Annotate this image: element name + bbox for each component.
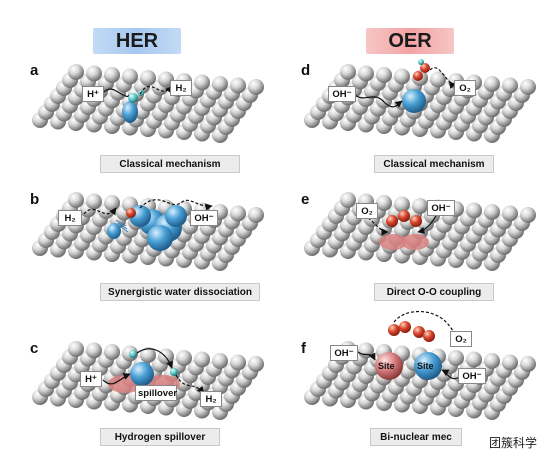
surface-atom xyxy=(484,76,500,92)
panel-a-label: a xyxy=(30,62,39,79)
surface-atom xyxy=(520,356,536,372)
panel-d-tag-o2: O₂ xyxy=(454,80,476,96)
panel-d-caption: Classical mechanism xyxy=(374,155,494,173)
slab-surfaces xyxy=(32,64,536,420)
slab-1 xyxy=(32,64,264,143)
panel-f-label: f xyxy=(301,340,306,357)
surface-atom xyxy=(86,65,102,82)
adsorbate-overlays xyxy=(83,59,461,394)
panel-f-site-left: Site xyxy=(378,361,395,371)
surface-atom xyxy=(68,64,84,80)
panel-c-tag-spillover: spillover xyxy=(135,385,177,401)
panel-e-tag-hydroxide: OH⁻ xyxy=(427,200,455,216)
surface-atom xyxy=(104,344,120,360)
panel-a-caption: Classical mechanism xyxy=(100,155,240,173)
her-header: HER xyxy=(93,28,181,54)
surface-atom xyxy=(376,67,392,83)
surface-atom xyxy=(68,341,84,357)
panel-f-tag-hydroxide-left: OH⁻ xyxy=(330,345,358,361)
surface-atom xyxy=(212,353,228,369)
surface-atom xyxy=(520,79,536,95)
surface-atom xyxy=(230,77,246,94)
surface-atom xyxy=(502,354,518,371)
surface-atom xyxy=(394,68,410,85)
surface-atom xyxy=(466,351,482,368)
surface-atom xyxy=(248,207,264,223)
surface-atom xyxy=(194,74,210,91)
panel-f-site-right: Site xyxy=(417,361,434,371)
panel-a-tag-proton: H⁺ xyxy=(82,86,104,102)
surface-atom xyxy=(86,193,102,210)
surface-atom xyxy=(230,205,246,222)
panel-e-caption: Direct O-O coupling xyxy=(374,283,494,301)
surface-atom xyxy=(484,353,500,369)
surface-atom xyxy=(340,192,356,208)
panel-f-tag-o2: O₂ xyxy=(450,331,472,347)
surface-atom xyxy=(412,198,428,214)
surface-atom xyxy=(394,196,410,213)
surface-atom xyxy=(340,64,356,80)
surface-atom xyxy=(430,71,446,88)
panel-b-tag-hydroxide: OH⁻ xyxy=(190,210,218,226)
surface-atom xyxy=(140,347,156,363)
surface-atom xyxy=(104,67,120,83)
panel-d-tag-hydroxide: OH⁻ xyxy=(328,86,356,102)
panel-d-label: d xyxy=(301,62,311,79)
surface-atom xyxy=(484,204,500,220)
slab-4 xyxy=(304,64,536,143)
panel-c-caption: Hydrogen spillover xyxy=(100,428,220,446)
panel-b-caption: Synergistic water dissociation xyxy=(100,283,260,301)
surface-atom xyxy=(140,70,156,86)
surface-atom xyxy=(194,351,210,368)
surface-atom xyxy=(502,205,518,222)
oer-header: OER xyxy=(366,28,454,54)
surface-atom xyxy=(376,195,392,211)
surface-atom xyxy=(176,350,192,366)
panel-e-tag-o2: O₂ xyxy=(356,203,378,219)
surface-atom xyxy=(104,195,120,211)
panel-a-tag-h2: H₂ xyxy=(170,80,192,96)
surface-atom xyxy=(212,76,228,92)
panel-b-label: b xyxy=(30,191,40,208)
surface-atom xyxy=(448,350,464,366)
watermark: 团簇科学 xyxy=(486,434,539,451)
surface-atom xyxy=(466,202,482,219)
surface-atom xyxy=(122,68,138,85)
panel-f-tag-hydroxide-right: OH⁻ xyxy=(458,368,486,384)
surface-atom xyxy=(358,65,374,82)
panel-c-tag-proton: H⁺ xyxy=(80,371,102,387)
panel-b-tag-h2: H₂ xyxy=(58,210,82,226)
surface-atom xyxy=(248,356,264,372)
surface-atom xyxy=(68,192,84,208)
surface-atom xyxy=(520,207,536,223)
slab-3 xyxy=(32,341,264,420)
panel-c-tag-h2: H₂ xyxy=(200,391,222,407)
panel-f-caption: Bi-nuclear mec xyxy=(370,428,462,446)
surface-atom xyxy=(502,77,518,94)
surface-atom xyxy=(86,342,102,359)
surface-atom xyxy=(230,354,246,371)
panel-c-label: c xyxy=(30,340,39,357)
panel-e-label: e xyxy=(301,191,310,208)
surface-atom xyxy=(248,79,264,95)
